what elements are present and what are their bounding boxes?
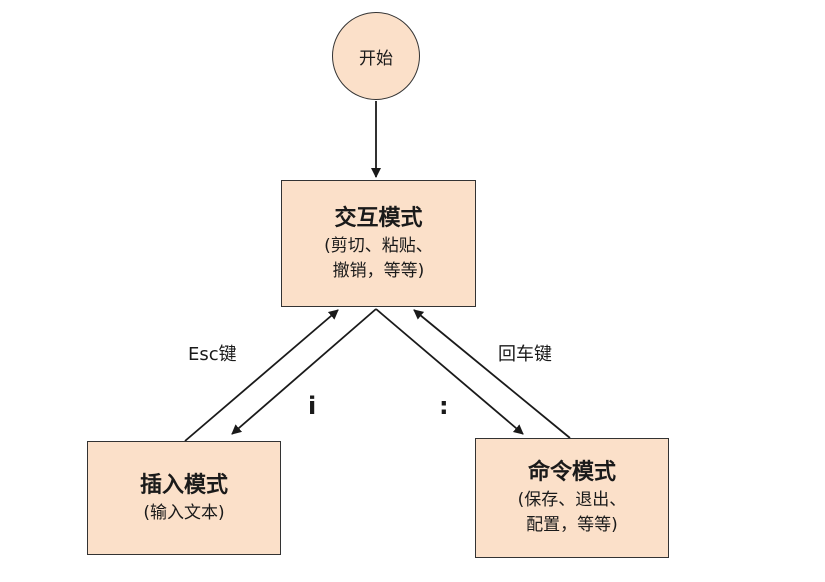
command-mode-desc-line2: 配置，等等) <box>526 515 618 535</box>
command-mode-node: 命令模式 (保存、退出、 配置，等等) <box>475 438 669 558</box>
interactive-mode-node: 交互模式 (剪切、粘贴、 撤销，等等) <box>281 180 476 307</box>
insert-mode-title: 插入模式 <box>139 472 228 498</box>
edge-interactive-to-command <box>375 308 524 435</box>
interactive-mode-desc-line1: (剪切、粘贴、 <box>324 235 433 256</box>
edge-interactive-to-insert <box>231 308 377 435</box>
interactive-mode-desc-line2: 撤销，等等) <box>332 260 425 281</box>
insert-mode-node: 插入模式 (输入文本) <box>87 441 281 555</box>
edge-label-esc-key: Esc键 <box>188 344 237 365</box>
interactive-mode-title: 交互模式 <box>334 205 423 231</box>
start-node: 开始 <box>332 12 420 100</box>
edge-insert-to-interactive <box>184 309 339 442</box>
edge-label-colon-key: : <box>439 392 449 420</box>
start-node-label: 开始 <box>359 48 393 69</box>
edge-command-to-interactive <box>413 309 571 439</box>
command-mode-title: 命令模式 <box>527 460 616 485</box>
insert-mode-desc-line1: (输入文本) <box>143 502 225 523</box>
edge-label-i-key: i <box>308 392 317 420</box>
command-mode-desc-line1: (保存、退出、 <box>517 490 627 510</box>
edge-label-enter-key: 回车键 <box>498 344 552 365</box>
